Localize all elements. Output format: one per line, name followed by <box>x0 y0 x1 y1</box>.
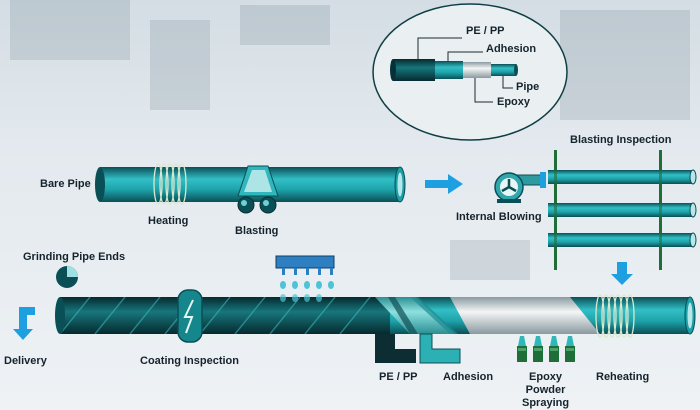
pe-pp-extruder <box>375 334 416 363</box>
layer-cross-section <box>372 3 568 141</box>
label-pipe-layer: Pipe <box>516 81 540 93</box>
label-blasting-inspection: Blasting Inspection <box>570 134 672 146</box>
grinding-disc <box>56 266 78 288</box>
label-delivery: Delivery <box>4 355 47 367</box>
epoxy-spray-guns <box>517 336 575 362</box>
background-factory <box>10 0 690 280</box>
label-epoxy-powder-spraying: Epoxy Powder Spraying <box>522 371 570 409</box>
label-epoxy-layer: Epoxy <box>497 96 531 108</box>
spray-bar <box>275 255 335 302</box>
label-coating-inspection: Coating Inspection <box>140 355 239 367</box>
coating-inspection-ring <box>177 289 203 343</box>
flow-arrow-down <box>611 262 633 285</box>
blasting-unit <box>237 165 279 214</box>
label-reheating: Reheating <box>596 371 650 383</box>
adhesion-extruder <box>419 333 461 364</box>
label-grinding-pipe-ends: Grinding Pipe Ends <box>23 251 126 263</box>
heating-coil <box>153 163 187 205</box>
label-pe-pp-extrusion: PE / PP <box>379 371 418 383</box>
label-heating: Heating <box>148 215 189 227</box>
internal-blowing-fan <box>494 172 546 203</box>
label-pe-pp-layer: PE / PP <box>466 25 505 37</box>
label-adhesion-extrusion: Adhesion <box>443 371 494 383</box>
label-bare-pipe: Bare Pipe <box>40 178 91 190</box>
label-adhesion-layer: Adhesion <box>486 43 537 55</box>
label-internal-blowing: Internal Blowing <box>456 211 542 223</box>
delivery-arrow <box>13 307 35 340</box>
label-blasting: Blasting <box>235 225 279 237</box>
blasting-inspection-rack <box>548 150 697 270</box>
reheating-coil <box>595 294 635 338</box>
flow-arrow-right <box>425 174 463 194</box>
coated-pipe <box>55 296 696 335</box>
